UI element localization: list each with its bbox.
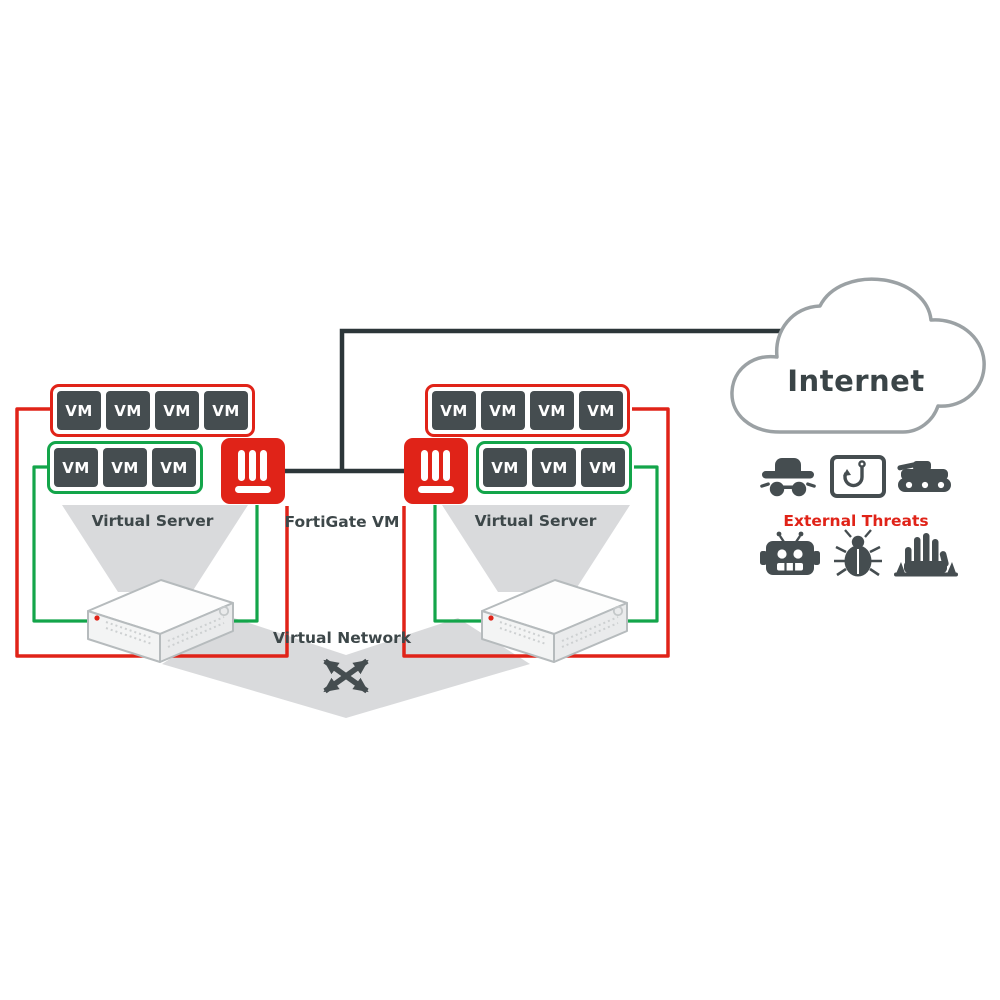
red-path-right xyxy=(402,407,670,658)
fortigate-grille-bar xyxy=(260,450,267,481)
label-virtual-network: Virtual Network xyxy=(272,629,412,647)
fortigate-grille-bar xyxy=(238,450,245,481)
vm-box: VM xyxy=(481,391,525,430)
vm-box: VM xyxy=(106,391,150,430)
bug-icon xyxy=(834,529,882,577)
vm-box: VM xyxy=(579,391,623,430)
vm-box: VM xyxy=(155,391,199,430)
vm-box: VM xyxy=(532,448,576,487)
label-external-threats: External Threats xyxy=(783,512,929,530)
green-path-right xyxy=(433,465,659,623)
vm-box: VM xyxy=(152,448,196,487)
virtual-network-icon xyxy=(323,658,369,694)
vm-box: VM xyxy=(54,448,98,487)
left-green-vm-row: VM VM VM xyxy=(47,441,203,494)
vm-box: VM xyxy=(204,391,248,430)
vm-box: VM xyxy=(581,448,625,487)
internet-cloud-icon xyxy=(730,277,986,434)
internet-connection-line xyxy=(280,328,848,474)
fortigate-grille-bar xyxy=(443,450,450,481)
beam-right-network xyxy=(346,618,530,718)
fortigate-grille-bar xyxy=(418,486,454,493)
fortigate-vm-icon-left xyxy=(221,438,285,504)
label-virtual-server-left: Virtual Server xyxy=(91,512,214,530)
green-path-left xyxy=(32,465,259,623)
zombie-hand-icon xyxy=(894,533,958,577)
label-virtual-server-right: Virtual Server xyxy=(474,512,597,530)
label-internet: Internet xyxy=(787,364,925,398)
vm-box: VM xyxy=(103,448,147,487)
robot-icon xyxy=(760,531,820,575)
tank-icon xyxy=(897,461,951,492)
fortigate-grille-bar xyxy=(432,450,439,481)
fortigate-vm-icon-right xyxy=(404,438,468,504)
phishing-icon xyxy=(830,455,886,498)
beam-right-server xyxy=(442,505,630,592)
beam-left-network xyxy=(162,618,346,718)
fortigate-grille-bar xyxy=(249,450,256,481)
vm-box: VM xyxy=(57,391,101,430)
vm-box: VM xyxy=(530,391,574,430)
fortigate-grille-bar xyxy=(235,486,271,493)
fortigate-grille-bar xyxy=(421,450,428,481)
beam-left-server xyxy=(62,505,248,592)
spy-icon xyxy=(760,458,816,497)
label-fortigate-vm: FortiGate VM xyxy=(284,513,400,531)
right-red-vm-row: VM VM VM VM xyxy=(425,384,630,437)
vm-box: VM xyxy=(432,391,476,430)
red-path-left xyxy=(15,407,289,658)
right-green-vm-row: VM VM VM xyxy=(476,441,632,494)
left-red-vm-row: VM VM VM VM xyxy=(50,384,255,437)
vm-box: VM xyxy=(483,448,527,487)
